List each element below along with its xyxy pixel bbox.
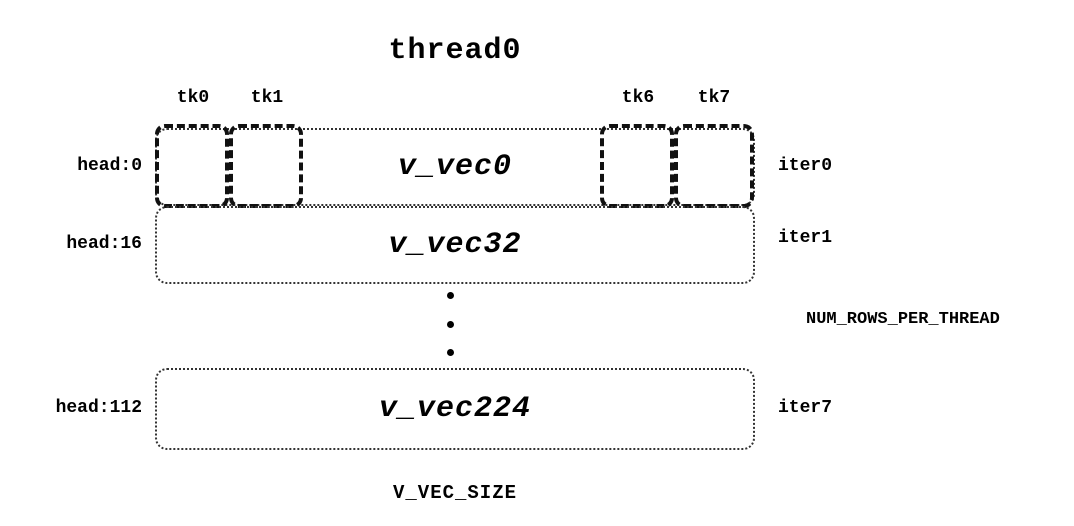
ellipsis-dot [446,292,454,299]
vec-label-iter7: v_vec224 [378,392,532,426]
tk0-label: tk0 [176,88,210,108]
vec-label-iter1: v_vec32 [388,228,522,262]
diagram-title: thread0 [388,34,522,68]
tk1-box [229,124,303,208]
num-rows-per-thread-label: NUM_ROWS_PER_THREAD [806,310,1000,329]
iter1-label: iter1 [778,228,833,248]
vector-row-iter1: v_vec32 [155,206,755,284]
tk0-box [155,124,229,208]
head-offset-iter7: head:112 [55,398,142,418]
vertical-ellipsis-icon [443,292,457,356]
vec-label-iter0: v_vec0 [397,150,513,184]
head-offset-iter0: head:0 [77,156,142,176]
iter0-label: iter0 [778,156,833,176]
tk6-box [600,124,674,208]
ellipsis-dot [446,349,454,356]
iter7-label: iter7 [778,398,833,418]
tk6-label: tk6 [621,88,655,108]
tk7-box [674,124,754,208]
tk7-label: tk7 [697,88,731,108]
ellipsis-dot [446,320,454,328]
vector-row-iter7: v_vec224 [155,368,755,450]
v-vec-size-label: V_VEC_SIZE [392,482,518,504]
head-offset-iter1: head:16 [66,234,142,254]
tk1-label: tk1 [250,88,284,108]
